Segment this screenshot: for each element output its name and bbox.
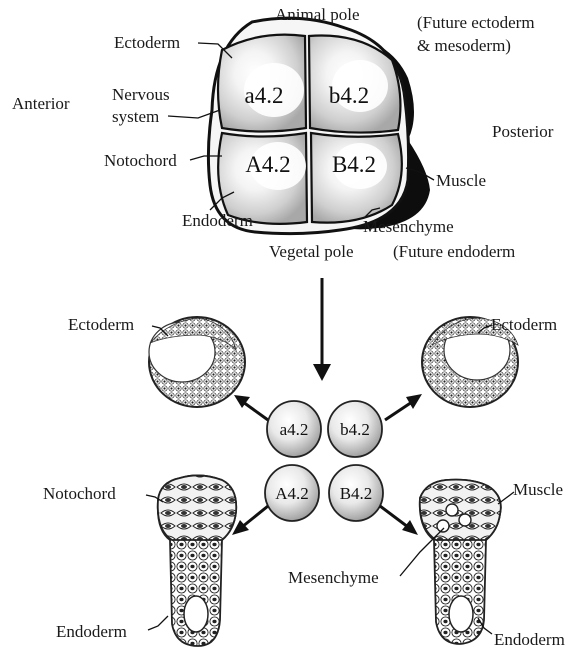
label-nervous-1: Nervous (112, 85, 170, 104)
muscle-mesenchyme-endoderm-fragment (420, 480, 501, 644)
label-animal-pole: Animal pole (275, 5, 360, 24)
cell-label-A42: A4.2 (245, 152, 290, 177)
label-vegetal-pole: Vegetal pole (269, 242, 354, 261)
label-endoderm-left: Endoderm (56, 622, 127, 641)
leader-endoderm-left (148, 616, 168, 630)
arrow-b42-to-ectoderm (385, 394, 422, 420)
label-future-ectoderm-2: & mesoderm) (417, 36, 511, 55)
label-muscle-bottom: Muscle (513, 480, 563, 499)
label-muscle-top: Muscle (436, 171, 486, 190)
label-anterior: Anterior (12, 94, 70, 113)
arrow-A42-to-notochord (232, 506, 268, 535)
cell-label-B42: B4.2 (332, 152, 376, 177)
notochord-endoderm-fragment (158, 475, 236, 646)
arrow-B42-to-muscle (380, 506, 418, 535)
label-future-ectoderm-1: (Future ectoderm (417, 13, 535, 32)
isolated-blastomere-b42: b4.2 (328, 401, 382, 457)
label-future-endoderm: (Future endoderm (393, 242, 515, 261)
label-posterior: Posterior (492, 122, 554, 141)
leader-muscle-bottom (498, 492, 514, 504)
blastomere-label-B42: B4.2 (340, 484, 373, 503)
isolated-blastomere-a42: a4.2 (267, 401, 321, 457)
label-ectoderm-left: Ectoderm (68, 315, 134, 334)
cell-b42: b4.2 (309, 36, 400, 133)
label-mesenchyme-top: Mesenchyme (363, 217, 454, 236)
label-nervous-2: system (112, 107, 159, 126)
label-notochord-top: Notochord (104, 151, 177, 170)
blastomere-label-b42: b4.2 (340, 420, 370, 439)
label-notochord-bottom: Notochord (43, 484, 116, 503)
four-cell-embryo: a4.2 b4.2 A4.2 B4.2 (208, 18, 430, 233)
isolated-blastomere-B42: B4.2 (329, 465, 383, 521)
label-ectoderm-top: Ectoderm (114, 33, 180, 52)
blastomere-label-a42: a4.2 (280, 420, 309, 439)
down-arrow (313, 278, 331, 381)
arrow-a42-to-ectoderm (234, 395, 268, 420)
cell-a42: a4.2 (218, 35, 306, 132)
label-ectoderm-right: Ectoderm (491, 315, 557, 334)
cell-label-a42: a4.2 (245, 83, 284, 108)
blastomere-label-A42: A4.2 (275, 484, 309, 503)
label-mesenchyme-bottom: Mesenchyme (288, 568, 379, 587)
cell-label-b42: b4.2 (329, 83, 369, 108)
label-endoderm-top: Endoderm (182, 211, 253, 230)
label-endoderm-right: Endoderm (494, 630, 565, 649)
isolated-blastomere-A42: A4.2 (265, 465, 319, 521)
